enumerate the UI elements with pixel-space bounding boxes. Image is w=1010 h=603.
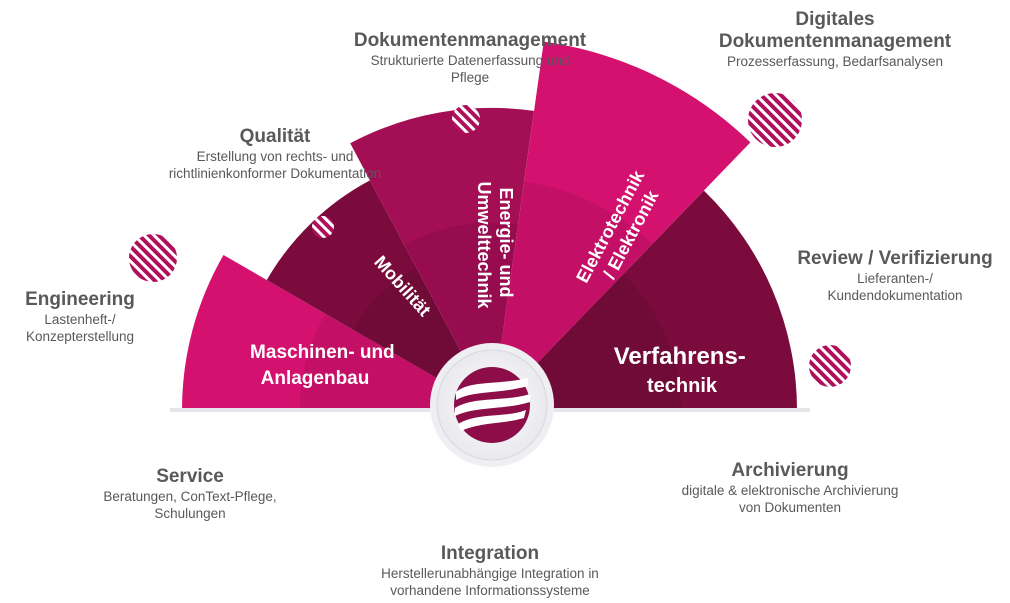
label-desc: digitale & elektronische Archivierung [681,483,899,498]
label-desc: richtlinienkonformer Dokumentation [168,166,382,181]
label-desc: Erstellung von rechts- und [196,149,354,164]
label-title: Digitales [795,9,875,30]
label-qualitaet: Qualität Erstellung von rechts- und rich… [130,126,420,182]
label-desc: Strukturierte Datenerfassung und [370,53,570,68]
segment-label-energie: Energie- und Umwelttechnik [474,181,516,309]
label-title: Dokumentenmanagement [353,30,587,51]
label-archivierung: Archivierung digitale & elektronische Ar… [640,460,940,516]
label-desc: Kundendokumentation [827,288,963,303]
label-review: Review / Verifizierung Lieferanten-/ Kun… [780,248,1010,304]
hatched-circle-icon [312,216,334,238]
label-desc: von Dokumenten [738,500,842,515]
segment-energie [350,107,534,410]
label-desc: Prozesserfassung, Bedarfsanalysen [726,54,944,69]
label-title: Archivierung [731,460,849,481]
label-title: Integration [440,543,540,564]
label-title: Dokumentenmanagement [718,31,952,52]
label-desc: Schulungen [154,506,226,521]
hatched-circle-icon [129,234,177,282]
label-title: Qualität [239,126,311,147]
label-dokumentenmanagement: Dokumentenmanagement Strukturierte Daten… [320,30,620,86]
label-desc: Beratungen, ConText-Pflege, [103,489,277,504]
segment-verfahren [492,190,797,410]
segment-elektro [492,41,751,410]
label-desc: Lastenheft-/ [44,312,116,327]
label-service: Service Beratungen, ConText-Pflege, Schu… [60,466,320,522]
label-integration: Integration Herstellerunabhängige Integr… [340,543,640,599]
label-desc: Pflege [450,70,490,85]
segment-maschinen [182,255,492,410]
segment-label-maschinen: Maschinen- und Anlagenbau [250,342,400,389]
label-title: Review / Verifizierung [797,248,993,269]
label-desc: Herstellerunabhängige Integration in [381,566,599,581]
label-desc: Konzepterstellung [25,329,135,344]
hatched-circle-icon [809,345,851,387]
segment-label-verfahren: Verfahrens- technik [614,343,751,397]
label-engineering: Engineering Lastenheft-/ Konzepterstellu… [0,289,160,345]
label-title: Engineering [25,289,135,310]
segment-elektro-inner-shade [492,181,653,410]
label-digitales-dokumentenmanagement: Digitales Dokumentenmanagement Prozesser… [680,9,990,70]
label-desc: vorhandene Informationssysteme [390,583,590,598]
hatched-circle-icon [452,105,480,133]
hatched-circle-icon [748,93,802,147]
label-desc: Lieferanten-/ [857,271,933,286]
center-logo-icon [430,343,554,467]
label-title: Service [156,466,224,487]
